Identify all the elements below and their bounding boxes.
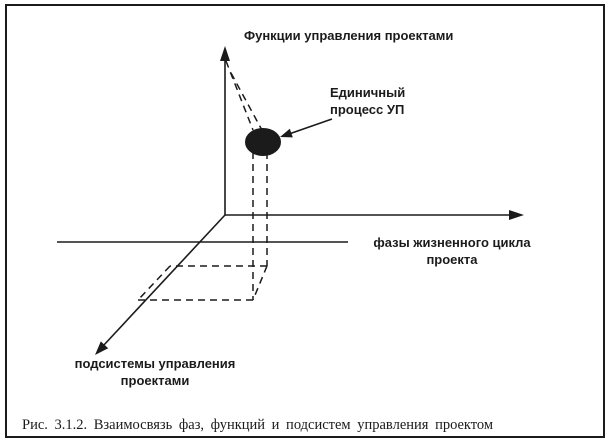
- callout-arrowhead-icon: [280, 128, 293, 138]
- axis-phases-label-line1: фазы жизненного цикла: [373, 235, 531, 250]
- dashed-axis-to-process-1: [225, 60, 254, 131]
- vertical-axis-arrowhead-icon: [220, 46, 230, 61]
- axis-phases-label-line2: проекта: [426, 252, 478, 267]
- dashed-footprint-right-edge: [252, 265, 268, 301]
- unit-process-blob: [245, 128, 281, 156]
- axis-subsystems-label-line1: подсистемы управления: [75, 356, 236, 371]
- axis-subsystems-label-line2: проектами: [121, 373, 190, 388]
- projection-dashed-lines: [137, 60, 268, 301]
- vertical-axis-functions: [220, 46, 230, 215]
- horizontal-axis-arrowhead-icon: [509, 210, 524, 220]
- figure-caption: Рис. 3.1.2. Взаимосвязь фаз, функций и п…: [22, 417, 493, 433]
- figure-border: [5, 4, 605, 438]
- axis-functions-label: Функции управления проектами: [244, 28, 453, 43]
- callout-label-line2: процесс УП: [330, 102, 404, 117]
- horizontal-axis-phases: [225, 210, 524, 220]
- dashed-footprint-left-edge: [137, 265, 171, 301]
- callout-arrow-line: [288, 118, 333, 135]
- diagonal-axis-subsystems: [95, 214, 226, 355]
- diagonal-axis-arrowhead-icon: [95, 341, 109, 355]
- callout-arrow: [280, 118, 333, 138]
- diagonal-axis-line: [102, 214, 226, 347]
- callout-label-line1: Единичный: [330, 85, 405, 100]
